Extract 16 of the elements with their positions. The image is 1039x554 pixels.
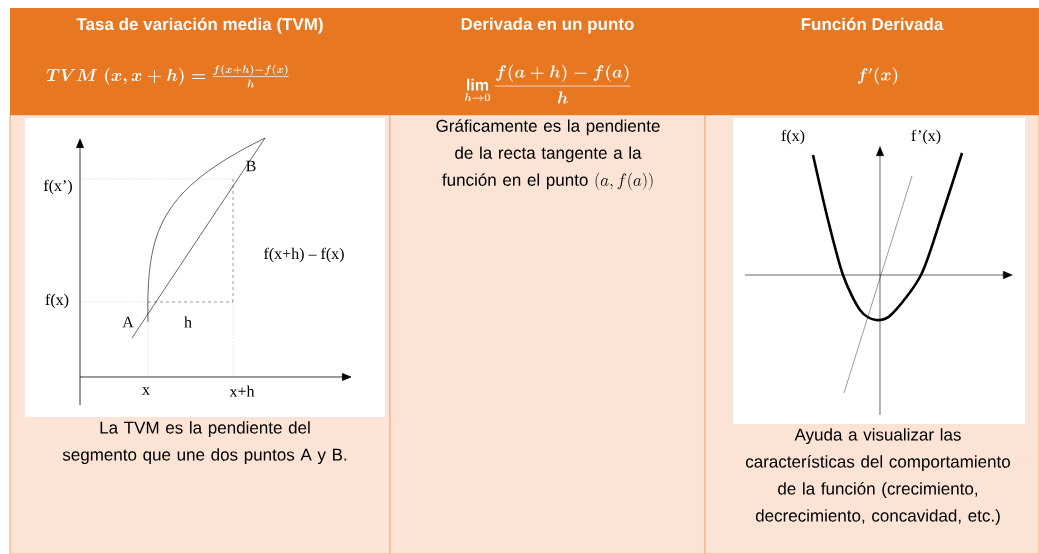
axis-label: x — [142, 387, 150, 395]
axis-label: f(x’) — [43, 179, 72, 195]
axis-label: f(x) — [781, 129, 805, 145]
formula: $TVM\;(x,x+h)=\frac{f(x+h)-f(x)}{h}$ — [46, 64, 289, 88]
axis-label: f’(x) — [911, 129, 941, 145]
formula: $f'(x)$ — [857, 67, 898, 85]
axis-label: f(x) — [45, 293, 69, 309]
point-label: B — [246, 160, 256, 172]
formula: $\lim_{h\to 0}\frac{f(a+h)-f(a)}{h}$ — [464, 64, 631, 104]
body-text: Gráficamente es la pendiente de la recta tangente a la función en el punto $(a,f(a))$ — [436, 119, 660, 191]
interval-label: h — [184, 316, 192, 328]
axis-label: x+h — [229, 385, 255, 397]
point-label: A — [122, 316, 134, 328]
body-text: Ayuda a visualizar las características del comportamiento de la función (crecimiento, decrecimiento, concavidad, etc.) — [746, 428, 1010, 525]
difference-label: f(x+h) – f(x) — [264, 247, 344, 263]
body-text: La TVM es la pendiente del segmento que une dos puntos A y B. — [62, 421, 347, 465]
